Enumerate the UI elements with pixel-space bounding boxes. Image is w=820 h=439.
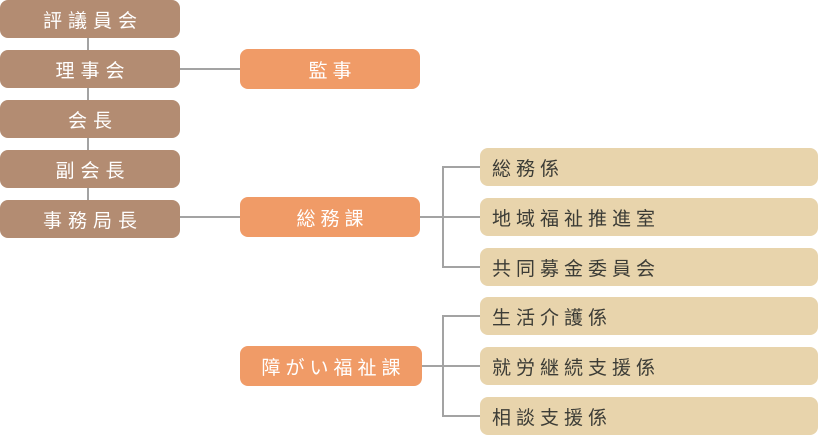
node-vice-president: 副会長 (0, 150, 180, 188)
node-secretary-general: 事務局長 (0, 200, 180, 238)
node-community-chest-committee: 共同募金委員会 (480, 248, 818, 286)
connector-disability-bracket-bottom (442, 415, 480, 417)
node-board-of-directors: 理事会 (0, 50, 180, 88)
connector-general-affairs-bracket-middle (420, 216, 480, 218)
node-auditor: 監事 (240, 49, 420, 89)
connector-secretary-to-general-affairs (180, 216, 240, 218)
node-council: 評議員会 (0, 0, 180, 38)
node-general-affairs-division: 総務課 (240, 197, 420, 237)
node-consultation-support-section: 相談支援係 (480, 397, 818, 435)
connector-board-to-auditor (180, 68, 240, 70)
node-general-affairs-section: 総務係 (480, 148, 818, 186)
connector-disability-bracket-middle (422, 365, 480, 367)
node-employment-continuation-support-section: 就労継続支援係 (480, 347, 818, 385)
connector-general-affairs-bracket-bottom (442, 266, 480, 268)
node-president: 会長 (0, 100, 180, 138)
connector-disability-bracket-top (442, 315, 480, 317)
node-life-care-section: 生活介護係 (480, 297, 818, 335)
node-disability-welfare-division: 障がい福祉課 (240, 346, 422, 386)
node-community-welfare-promotion-office: 地域福祉推進室 (480, 198, 818, 236)
connector-general-affairs-bracket-top (442, 166, 480, 168)
